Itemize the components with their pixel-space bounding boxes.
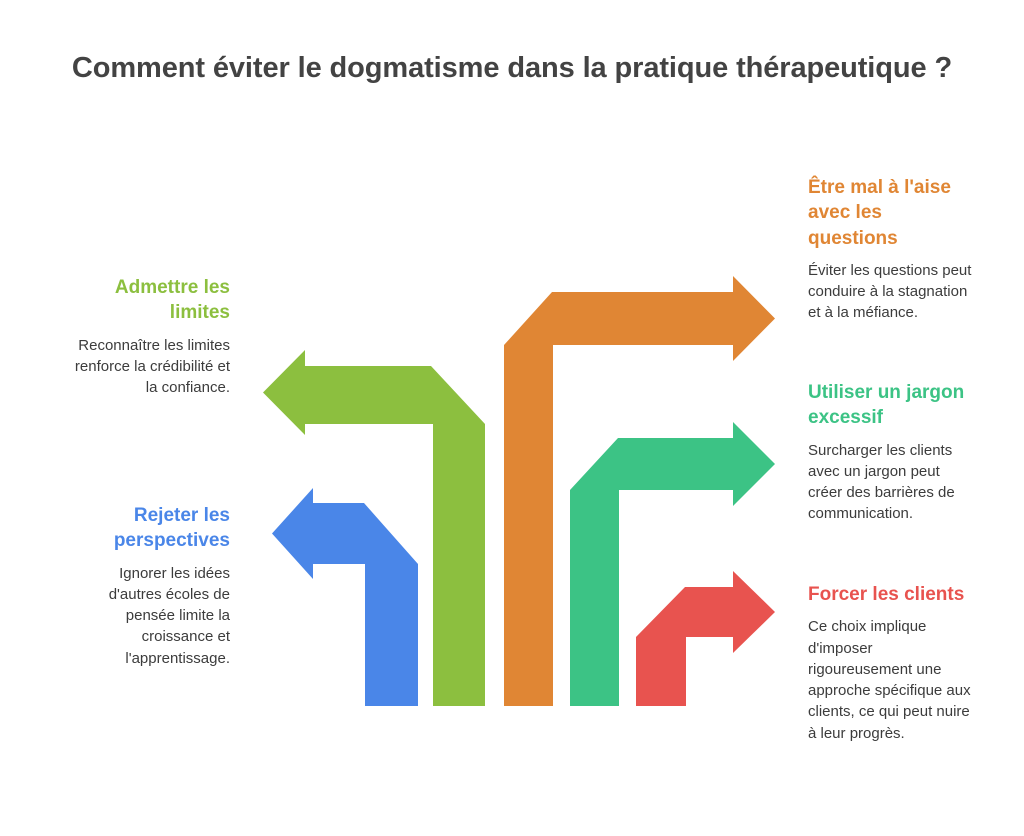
body-rejeter-les-perspectives: Ignorer les idées d'autres écoles de pen… — [108, 564, 230, 667]
label-etre-mal-a-laise-avec-les-questions: Être mal à l'aise avec les questions Évi… — [808, 175, 976, 324]
body-admettre-les-limites: Reconnaître les limites renforce la créd… — [74, 336, 230, 397]
arrow-shape-etre-mal-a-laise-avec-les-questions — [504, 276, 775, 706]
label-rejeter-les-perspectives: Rejeter les perspectives Ignorer les idé… — [70, 503, 230, 669]
heading-rejeter-les-perspectives: Rejeter les perspectives — [113, 505, 230, 552]
heading-forcer-les-clients: Forcer les clients — [808, 584, 965, 605]
body-forcer-les-clients: Ce choix implique d'imposer rigoureuseme… — [808, 618, 971, 742]
label-forcer-les-clients: Forcer les clients Ce choix implique d'i… — [808, 582, 976, 744]
body-etre-mal-a-laise-avec-les-questions: Éviter les questions peut conduire à la … — [808, 261, 972, 322]
heading-admettre-les-limites: Admettre les limites — [114, 277, 230, 324]
label-admettre-les-limites: Admettre les limites Reconnaître les lim… — [70, 275, 230, 398]
label-utiliser-un-jargon-excessif: Utiliser un jargon excessif Surcharger l… — [808, 380, 976, 525]
arrow-shape-utiliser-un-jargon-excessif — [570, 422, 775, 706]
body-utiliser-un-jargon-excessif: Surcharger les clients avec un jargon pe… — [808, 441, 955, 523]
arrow-shape-admettre-les-limites — [263, 350, 485, 706]
heading-etre-mal-a-laise-avec-les-questions: Être mal à l'aise avec les questions — [808, 177, 951, 249]
heading-utiliser-un-jargon-excessif: Utiliser un jargon excessif — [808, 382, 965, 429]
arrow-shape-rejeter-les-perspectives — [272, 488, 418, 706]
arrow-shape-forcer-les-clients — [636, 571, 775, 706]
page-title: Comment éviter le dogmatisme dans la pra… — [71, 52, 953, 84]
